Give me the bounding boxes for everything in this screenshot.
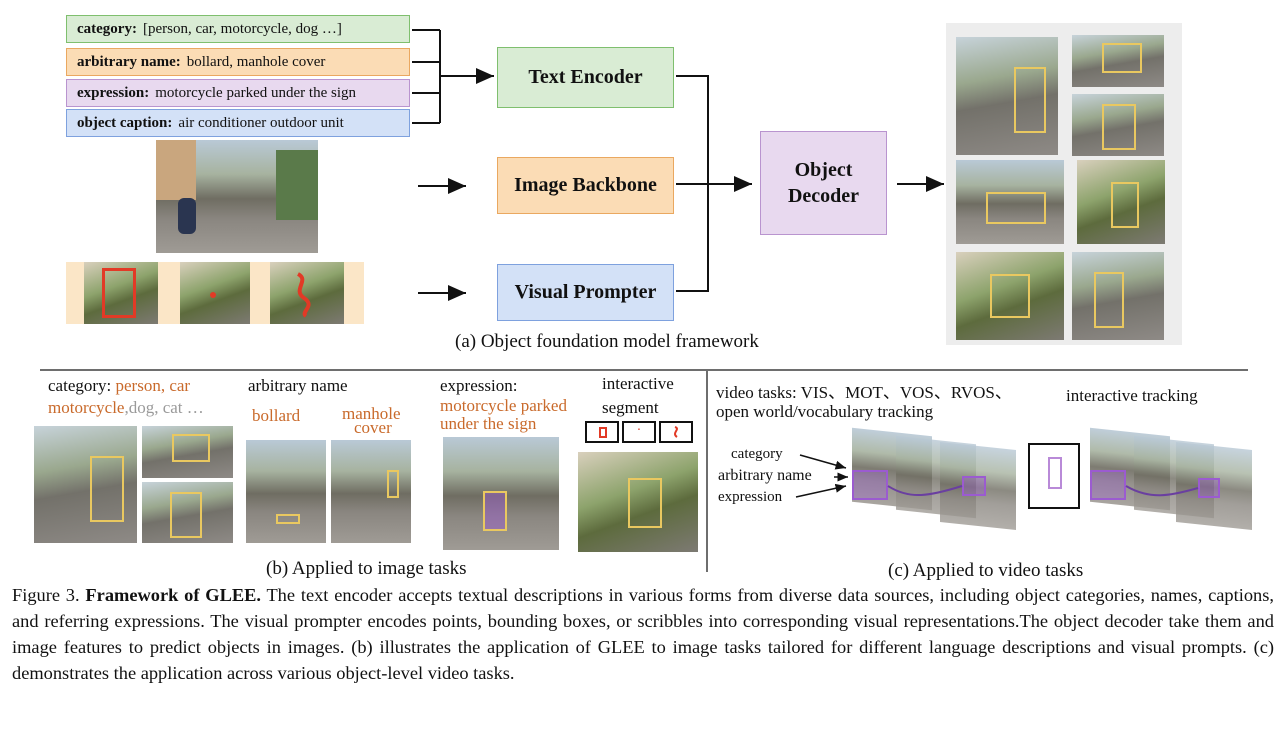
manhole-label-line1: manhole (342, 404, 401, 423)
input-value: [person, car, motorcycle, dog …] (142, 20, 342, 37)
prompt-image-scribble (270, 262, 344, 324)
point-prompt-dot: · (636, 423, 642, 438)
input-image (156, 140, 318, 253)
scribble-icon (296, 272, 311, 318)
figure-label: Figure 3. (12, 585, 80, 605)
result-image (1072, 252, 1164, 340)
figure-text: The text encoder accepts textual descrip… (12, 585, 1274, 683)
box-prompt-icon (585, 421, 619, 443)
segment-label: segment (602, 398, 659, 417)
prompt-image-box (84, 262, 158, 324)
category-image-small (142, 426, 233, 478)
result-image (956, 160, 1064, 244)
input-value: air conditioner outdoor unit (178, 114, 344, 131)
video-input-expression: expression (718, 489, 783, 505)
arrow-right-icon (799, 454, 847, 470)
category-highlight: motorcycle (48, 398, 125, 417)
expression-label: expression: (440, 376, 518, 395)
caption-a: (a) Object foundation model framework (455, 331, 759, 352)
figure-title: Framework of GLEE. (85, 585, 261, 605)
figure-caption: Figure 3. Framework of GLEE. The text en… (12, 582, 1274, 686)
input-object-caption: object caption: air conditioner outdoor … (66, 109, 410, 137)
result-image (1072, 35, 1164, 87)
input-value: motorcycle parked under the sign (155, 84, 356, 101)
text-encoder-label: Text Encoder (528, 66, 643, 88)
interactive-tracking-label: interactive tracking (1066, 386, 1198, 405)
input-arbitrary-name: arbitrary name: bollard, manhole cover (66, 48, 410, 76)
video-input-arbitrary: arbitrary name (718, 467, 812, 484)
video-tasks-line1: video tasks: VIS、MOT、VOS、RVOS、 (716, 383, 1012, 402)
object-decoder-label-line1: Object (794, 159, 853, 181)
visual-prompter-label: Visual Prompter (514, 281, 657, 303)
result-image (1077, 160, 1165, 244)
track-mask (852, 470, 888, 500)
manhole-label-line2: cover (354, 418, 392, 437)
input-expression: expression: motorcycle parked under the … (66, 79, 410, 107)
result-image (1072, 94, 1164, 156)
bracket-connector-icon (412, 29, 441, 124)
video-tasks-line2: open world/vocabulary tracking (716, 402, 934, 421)
category-label-line1: category: person, car (48, 376, 190, 396)
text-encoder-box: Text Encoder (497, 47, 674, 108)
video-input-category: category (731, 446, 783, 462)
vertical-divider (706, 370, 708, 572)
interactive-prompt-frame (1028, 443, 1080, 509)
expression-image (443, 437, 559, 550)
expression-value-line1: motorcycle parked (440, 396, 567, 415)
category-image-small (142, 482, 233, 543)
image-backbone-label: Image Backbone (514, 174, 657, 196)
input-value: bollard, manhole cover (186, 53, 326, 70)
result-image (956, 37, 1058, 155)
input-key: expression: (77, 84, 150, 101)
track-mask (962, 476, 986, 496)
category-image-large (34, 426, 137, 543)
object-decoder-label-line2: Decoder (787, 185, 860, 207)
input-key: category: (77, 20, 137, 37)
image-backbone-box: Image Backbone (497, 157, 674, 214)
category-label: category: (48, 376, 112, 395)
horizontal-divider (40, 369, 1248, 371)
input-key: arbitrary name: (77, 53, 181, 70)
scribble-prompt-icon (659, 421, 693, 443)
bollard-image (246, 440, 326, 543)
caption-b: (b) Applied to image tasks (266, 558, 467, 579)
track-mask (1198, 478, 1220, 498)
input-category: category: [person, car, motorcycle, dog … (66, 15, 410, 43)
input-key: object caption: (77, 114, 173, 131)
result-image (956, 252, 1064, 340)
category-label-line2: motorcycle,dog, cat … (48, 398, 204, 418)
arbitrary-name-label: arbitrary name (248, 376, 348, 395)
visual-prompter-box: Visual Prompter (497, 264, 674, 321)
bollard-label: bollard (252, 406, 301, 425)
caption-c: (c) Applied to video tasks (888, 560, 1084, 581)
interactive-image (578, 452, 698, 552)
expression-value-line2: under the sign (440, 414, 537, 433)
track-mask (1090, 470, 1126, 500)
prompt-image-point (180, 262, 250, 324)
object-decoder-box: Object Decoder (760, 131, 887, 235)
manhole-image (331, 440, 411, 543)
arrow-right-icon (795, 483, 847, 498)
category-dimmed: ,dog, cat … (124, 398, 204, 417)
connector-lines (412, 29, 944, 301)
category-highlight: person, car (115, 376, 191, 395)
point-prompt-icon: · (622, 421, 656, 443)
interactive-label: interactive (602, 374, 674, 393)
